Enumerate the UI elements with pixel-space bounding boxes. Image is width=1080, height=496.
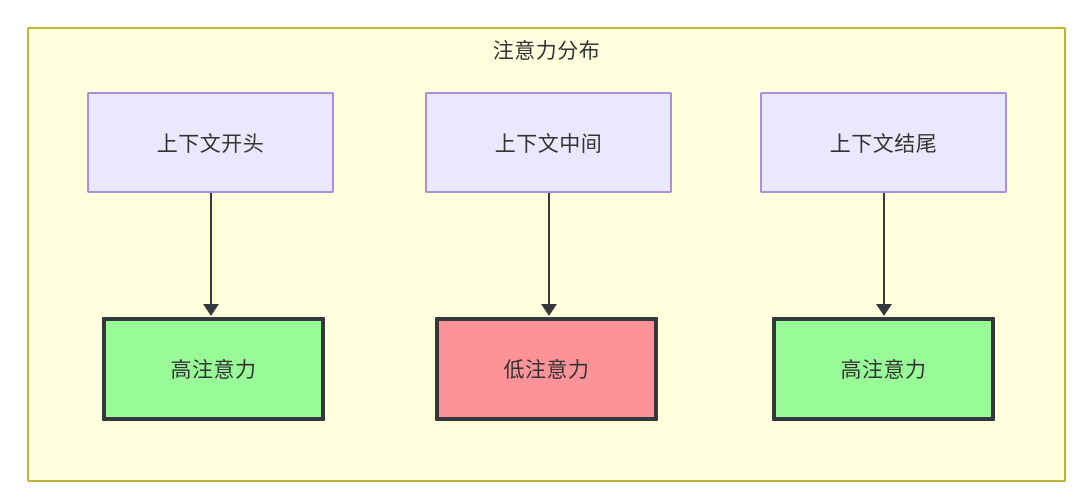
- node-label: 低注意力: [503, 359, 590, 382]
- node-label: 上下文中间: [494, 132, 603, 156]
- node-context-start[interactable]: 上下文开头: [87, 92, 334, 193]
- node-label: 高注意力: [170, 359, 257, 382]
- node-context-end[interactable]: 上下文结尾: [760, 92, 1007, 193]
- node-context-middle[interactable]: 上下文中间: [425, 92, 672, 193]
- arrowhead-context-middle-to-low-attention: [541, 304, 557, 316]
- subgraph-title: 注意力分布: [492, 40, 601, 63]
- edge-line-context-middle-to-low-attention: [548, 193, 550, 305]
- node-label: 上下文结尾: [829, 132, 938, 156]
- node-high-attention-start[interactable]: 高注意力: [102, 317, 325, 421]
- node-label: 高注意力: [840, 359, 927, 382]
- node-label: 上下文开头: [156, 132, 265, 156]
- arrowhead-context-start-to-high-attention: [203, 304, 219, 316]
- arrowhead-context-end-to-high-attention: [876, 304, 892, 316]
- edge-line-context-start-to-high-attention: [210, 193, 212, 305]
- attention-distribution-subgraph: 注意力分布 上下文开头 上下文中间 上下文结尾 高注意力 低注意力 高注意力: [27, 27, 1066, 482]
- node-low-attention-middle[interactable]: 低注意力: [435, 317, 658, 421]
- node-high-attention-end[interactable]: 高注意力: [772, 317, 995, 421]
- edge-line-context-end-to-high-attention: [883, 193, 885, 305]
